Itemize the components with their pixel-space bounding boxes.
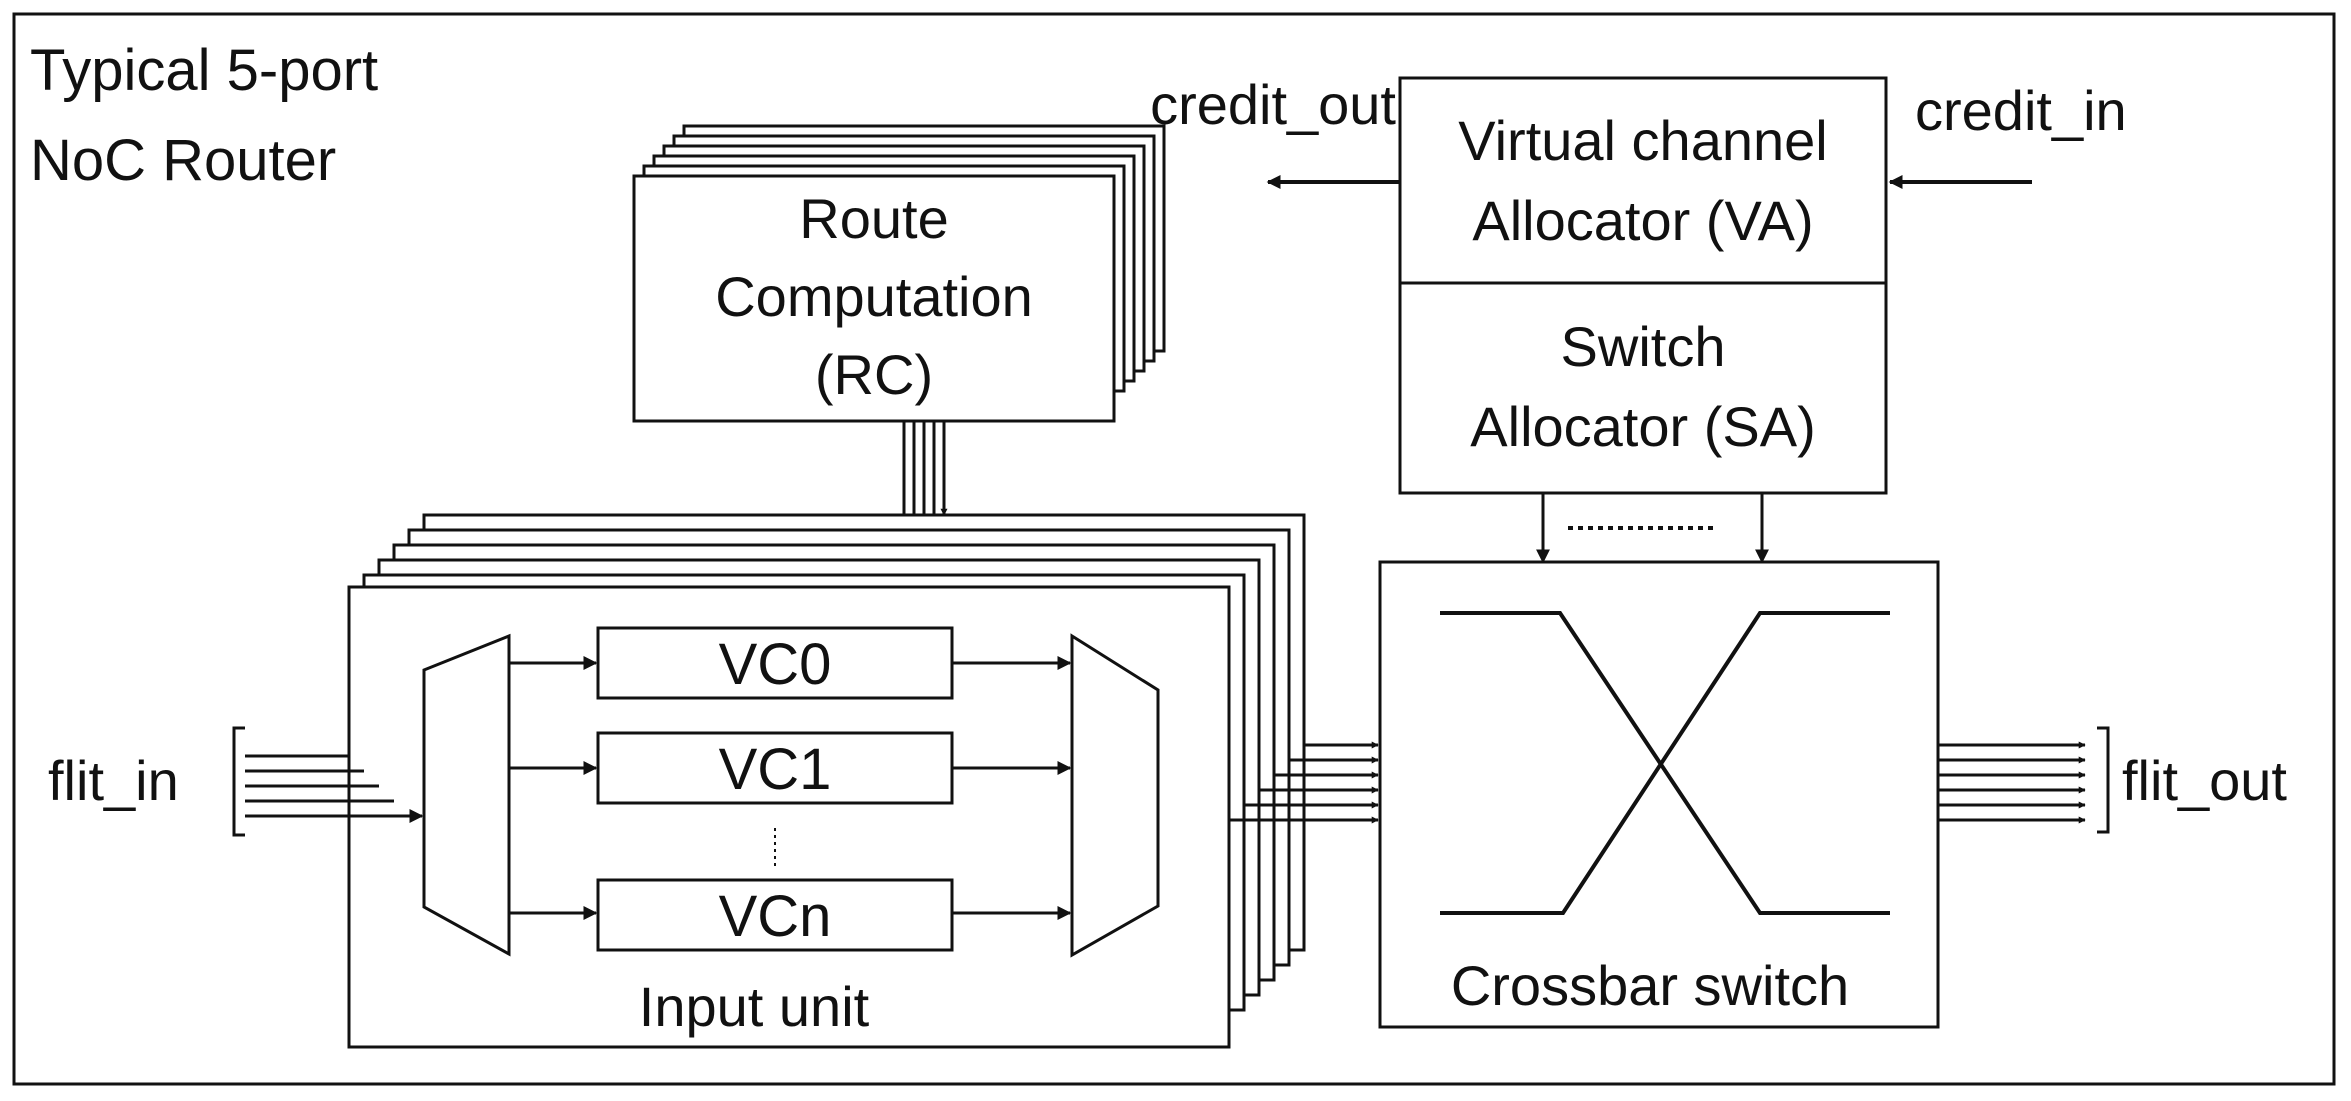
credit-out-label: credit_out <box>1150 73 1396 136</box>
vc-to-mux-arrows <box>952 656 1072 920</box>
sa-label-line1: Switch <box>1561 315 1726 378</box>
va-label-line2: Allocator (VA) <box>1472 189 1813 252</box>
route-computation-line3: (RC) <box>815 343 933 406</box>
sa-allocator-block <box>1398 281 1888 495</box>
sa-label-line2: Allocator (SA) <box>1470 395 1815 458</box>
diagram-title-line1: Typical 5-port <box>30 38 378 103</box>
vc-buffer-0 <box>596 626 954 700</box>
route-computation-line2: Computation <box>715 265 1033 328</box>
input-to-crossbar-arrows <box>1229 741 1379 824</box>
flit-out-bracket <box>2097 726 2110 834</box>
crossbar-switch-block <box>1378 560 1940 1029</box>
output-mux <box>1070 633 1160 958</box>
vc-label-1: VC1 <box>719 737 832 802</box>
vc-buffer-n <box>596 878 954 952</box>
route-computation-block <box>632 174 1116 423</box>
outer-frame <box>12 12 2336 1086</box>
va-label-line1: Virtual channel <box>1458 109 1827 172</box>
flit-out-label: flit_out <box>2122 749 2287 812</box>
crossbar-cross-lines <box>1440 611 1890 915</box>
crossbar-to-output-arrows <box>1938 741 2086 824</box>
diagram-title-line2: NoC Router <box>30 128 336 193</box>
vc-buffer-1 <box>596 731 954 805</box>
vc-label-n: VCn <box>719 884 832 949</box>
demux-to-vc-arrows <box>509 656 598 920</box>
crossbar-switch-label: Crossbar switch <box>1451 954 1849 1017</box>
route-computation-line1: Route <box>799 187 948 250</box>
flit-in-lines <box>245 754 424 823</box>
flit-in-label: flit_in <box>48 749 179 812</box>
flit-in-bracket <box>232 726 245 837</box>
vc-label-0: VC0 <box>719 632 832 697</box>
sa-to-crossbar-arrows <box>1536 493 1769 564</box>
input-demux <box>422 633 511 957</box>
input-unit-label: Input unit <box>639 975 870 1038</box>
credit-in-label: credit_in <box>1915 79 2127 142</box>
route-computation-stack <box>632 124 1166 423</box>
